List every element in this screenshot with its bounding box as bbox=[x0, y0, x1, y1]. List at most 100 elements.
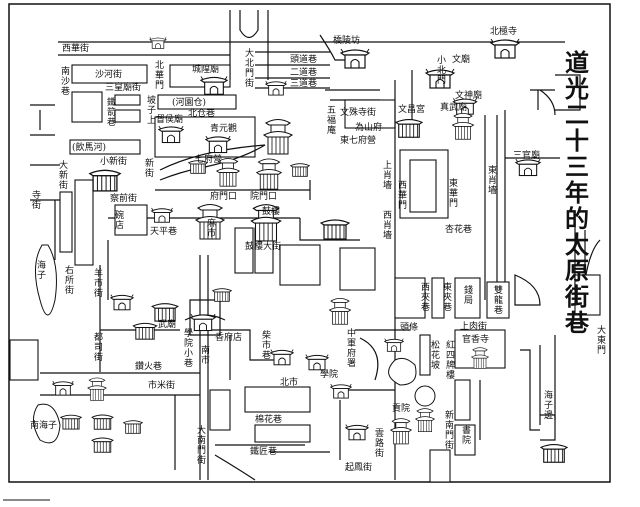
temple-label: 文廟 bbox=[452, 53, 470, 65]
hall-building-icon bbox=[123, 420, 143, 434]
street-label: 西夾巷 bbox=[419, 282, 430, 312]
street-label: 新南門街 bbox=[443, 409, 454, 450]
gate-tower-icon bbox=[540, 443, 568, 463]
office-label: 貢院 bbox=[392, 402, 410, 414]
hall-building-icon bbox=[290, 163, 310, 177]
official-temple-icon bbox=[470, 346, 490, 369]
temple-building-icon bbox=[384, 338, 404, 352]
landmark-label: 鼓樓 bbox=[262, 205, 280, 217]
street-label: 三道巷 bbox=[290, 77, 317, 89]
hall-building-icon bbox=[151, 302, 179, 322]
gate-pavilion-icon bbox=[190, 313, 216, 332]
temple-label: 文神廟 bbox=[455, 89, 482, 101]
street-label: 天平巷 bbox=[150, 226, 177, 237]
place-labels: 西華街 沙河街 南沙巷 城隍廟 北華門 大北門街 頭道巷 二道巷 三道巷 三皇廟… bbox=[30, 25, 606, 473]
temple-label: 城隍廟 bbox=[192, 63, 219, 75]
temple-label: 北極寺 bbox=[490, 25, 517, 37]
hall-building-icon bbox=[320, 219, 350, 240]
street-label: 松花坡 bbox=[429, 339, 440, 370]
street-label: 鑽火巷 bbox=[135, 360, 162, 372]
temple-label: 武廟 bbox=[158, 318, 176, 330]
temple-label: 青元觀 bbox=[210, 122, 237, 134]
street-label: 都司街 bbox=[92, 332, 103, 362]
academy-label: 書院 bbox=[460, 424, 471, 445]
street-label: 二道巷 bbox=[290, 66, 317, 78]
temple-building-icon bbox=[345, 424, 369, 441]
lake-label: 南海子 bbox=[30, 419, 57, 431]
hall-building-icon bbox=[212, 288, 232, 302]
pond-water bbox=[414, 385, 436, 407]
street-label: 沙河街 bbox=[95, 68, 122, 80]
martial-temple-icon bbox=[132, 322, 158, 340]
shop-label: 香府店 bbox=[215, 331, 242, 343]
wall-label: 西肖墻 bbox=[381, 210, 392, 240]
gate-label: 東華門 bbox=[447, 177, 458, 208]
river-label: (飲馬河) bbox=[72, 141, 106, 153]
street-label: 坡子上 bbox=[145, 94, 156, 125]
street-label: 七府營 bbox=[195, 153, 222, 165]
street-label: 雲路街 bbox=[373, 428, 384, 458]
tower-building-icon bbox=[390, 418, 412, 445]
street-label: 府門口 bbox=[210, 190, 237, 202]
wall-label: 東肖墻 bbox=[486, 164, 497, 195]
street-label: 鼓樓大街 bbox=[245, 240, 281, 252]
street-label: 南沙巷 bbox=[59, 65, 70, 96]
street-label: 文殊寺街 bbox=[340, 106, 376, 118]
tower-building-icon bbox=[451, 112, 475, 140]
south-lake-water bbox=[33, 403, 61, 444]
temple-label: 真武廟 bbox=[440, 101, 467, 113]
street-label: 頭條 bbox=[400, 321, 418, 333]
street-label: 大北門街 bbox=[243, 47, 254, 88]
tower-building-icon bbox=[263, 118, 293, 155]
hall-building-icon bbox=[395, 118, 423, 138]
temple-building-icon bbox=[270, 349, 294, 366]
gate-label: 北華門 bbox=[153, 60, 164, 90]
market-label: 麻市 bbox=[205, 217, 216, 238]
temple-building-icon bbox=[340, 48, 370, 69]
street-label: 鐵箭巷 bbox=[105, 96, 116, 127]
tower-building-icon bbox=[87, 377, 107, 401]
office-label: 錢局 bbox=[462, 284, 473, 305]
street-label: 新街 bbox=[143, 157, 154, 178]
street-label: 起鳳街 bbox=[345, 461, 372, 473]
temple-label: 官香寺 bbox=[462, 333, 489, 345]
temple-building-icon bbox=[515, 158, 541, 177]
street-label: 北仓巷 bbox=[188, 107, 215, 119]
gate-label: 小北門 bbox=[435, 55, 446, 85]
temple-building-icon bbox=[205, 135, 231, 154]
street-label: 頭道巷 bbox=[290, 53, 317, 65]
lake-label: 海子 bbox=[35, 259, 46, 280]
temple-building-icon bbox=[52, 380, 74, 396]
temple-building-icon bbox=[330, 383, 352, 399]
granary-label: (河園仓) bbox=[172, 96, 206, 108]
temple-building-icon bbox=[151, 207, 173, 223]
tower-building-icon bbox=[256, 158, 282, 190]
temple-label: 三官廟 bbox=[513, 149, 540, 161]
street-label: 柴市巷 bbox=[260, 329, 271, 360]
place-label: 橋陵坊 bbox=[333, 34, 360, 46]
hall-building-icon bbox=[88, 168, 122, 192]
street-label: 小新街 bbox=[100, 155, 127, 167]
temple-building-icon bbox=[200, 75, 228, 95]
hall-building-icon bbox=[91, 437, 114, 453]
office-label: 學院 bbox=[320, 368, 338, 380]
street-label: 西華街 bbox=[62, 42, 89, 54]
street-label: 雙龍巷 bbox=[492, 284, 503, 315]
street-label: 上肉街 bbox=[460, 320, 487, 332]
wall-label: 上肖墻 bbox=[381, 160, 392, 190]
street-label: 杏花巷 bbox=[445, 223, 472, 235]
street-label: 紅四牌樓 bbox=[444, 340, 455, 380]
street-label: 海子邊 bbox=[542, 389, 553, 420]
temple-building-icon bbox=[158, 125, 184, 144]
street-label: 棉花巷 bbox=[255, 413, 282, 425]
temple-label: 督侯廟 bbox=[156, 113, 183, 125]
street-label: 東夾巷 bbox=[441, 281, 452, 312]
office-label: 為山府 bbox=[355, 121, 382, 133]
map-border bbox=[8, 3, 611, 483]
street-label: 寺街 bbox=[30, 190, 41, 210]
temple-building-icon bbox=[305, 354, 329, 371]
north-gate-building-icon bbox=[149, 36, 167, 49]
street-label: 市米街 bbox=[148, 379, 175, 391]
temple-label: 五福庵 bbox=[325, 105, 336, 135]
